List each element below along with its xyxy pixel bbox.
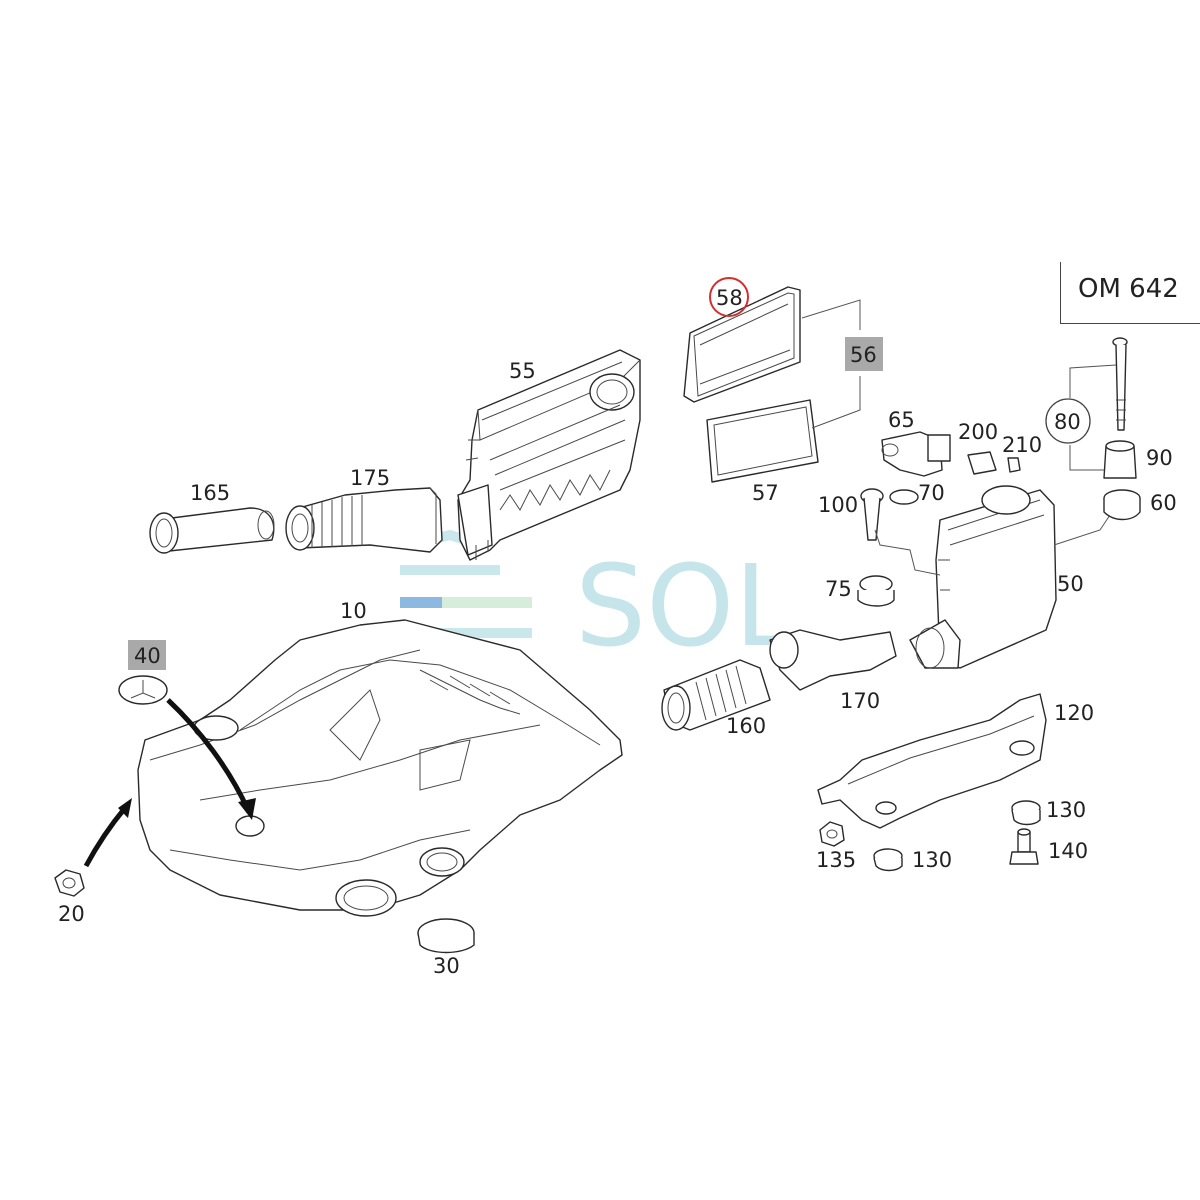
callout-65: 65 [888, 408, 915, 432]
heat-shield-120 [817, 693, 1047, 829]
leader-56 [801, 299, 861, 330]
leader-100 [874, 529, 941, 576]
arrow-40-head [238, 798, 256, 820]
nut-135 [819, 821, 845, 847]
mass-air-sensor-65 [881, 431, 951, 477]
callout-10: 10 [340, 599, 367, 623]
callout-20: 20 [58, 902, 85, 926]
pin-210 [1007, 457, 1021, 473]
leader-80 [1069, 364, 1117, 471]
callout-200: 200 [958, 420, 998, 444]
star-emblem [118, 675, 168, 705]
callout-40: 40 [134, 644, 161, 668]
filter-gasket [706, 399, 819, 483]
callout-160: 160 [726, 714, 766, 738]
arrow-20-head [118, 798, 132, 818]
nut-20 [54, 869, 85, 897]
callout-55: 55 [509, 359, 536, 383]
group-circle-80 [1045, 398, 1091, 444]
callout-57: 57 [752, 481, 779, 505]
intake-pipe-165 [149, 507, 275, 554]
model-label-box [1060, 262, 1200, 324]
grommet-30 [417, 918, 475, 954]
callout-80: 80 [1054, 410, 1081, 434]
callout-170: 170 [840, 689, 880, 713]
air-filter-element [683, 286, 801, 403]
watermark-text: SOL [575, 542, 797, 672]
intake-hose-175 [285, 487, 443, 553]
o-ring-70 [889, 489, 919, 505]
long-bolt-80 [1112, 337, 1128, 431]
grommet-75 [857, 575, 895, 607]
bolt-140 [1009, 828, 1039, 865]
bellows-hose-160 [661, 659, 771, 731]
callout-130a: 130 [1046, 798, 1086, 822]
air-filter-housing-50 [909, 485, 1057, 669]
callout-120: 120 [1054, 701, 1094, 725]
callout-100: 100 [818, 493, 858, 517]
callout-175: 175 [350, 466, 390, 490]
model-label: OM 642 [1078, 274, 1179, 304]
arrow-40 [166, 698, 251, 812]
air-duct-170 [769, 629, 897, 691]
air-filter-housing [457, 349, 641, 561]
leader-56b [811, 376, 861, 429]
highlight-box-56 [845, 337, 883, 371]
callout-56: 56 [850, 343, 877, 367]
callout-58: 58 [716, 286, 743, 310]
arrow-20 [83, 806, 127, 868]
leader-60 [1053, 514, 1111, 546]
callout-90: 90 [1146, 446, 1173, 470]
callout-165: 165 [190, 481, 230, 505]
rubber-mount-60 [1103, 489, 1141, 521]
highlight-circle-58 [709, 277, 749, 317]
callout-50: 50 [1057, 572, 1084, 596]
callout-30: 30 [433, 954, 460, 978]
bolt-100 [860, 488, 884, 541]
callout-70: 70 [918, 481, 945, 505]
callout-210: 210 [1002, 433, 1042, 457]
connector-200 [967, 451, 997, 475]
grommet-130b [873, 848, 903, 872]
grommet-130a [1011, 800, 1041, 826]
engine-cover [137, 619, 623, 917]
callout-60: 60 [1150, 491, 1177, 515]
sleeve-90 [1103, 440, 1137, 479]
callout-140: 140 [1048, 839, 1088, 863]
callout-75: 75 [825, 577, 852, 601]
callout-130b: 130 [912, 848, 952, 872]
callout-135: 135 [816, 848, 856, 872]
highlight-box-40 [128, 640, 166, 670]
